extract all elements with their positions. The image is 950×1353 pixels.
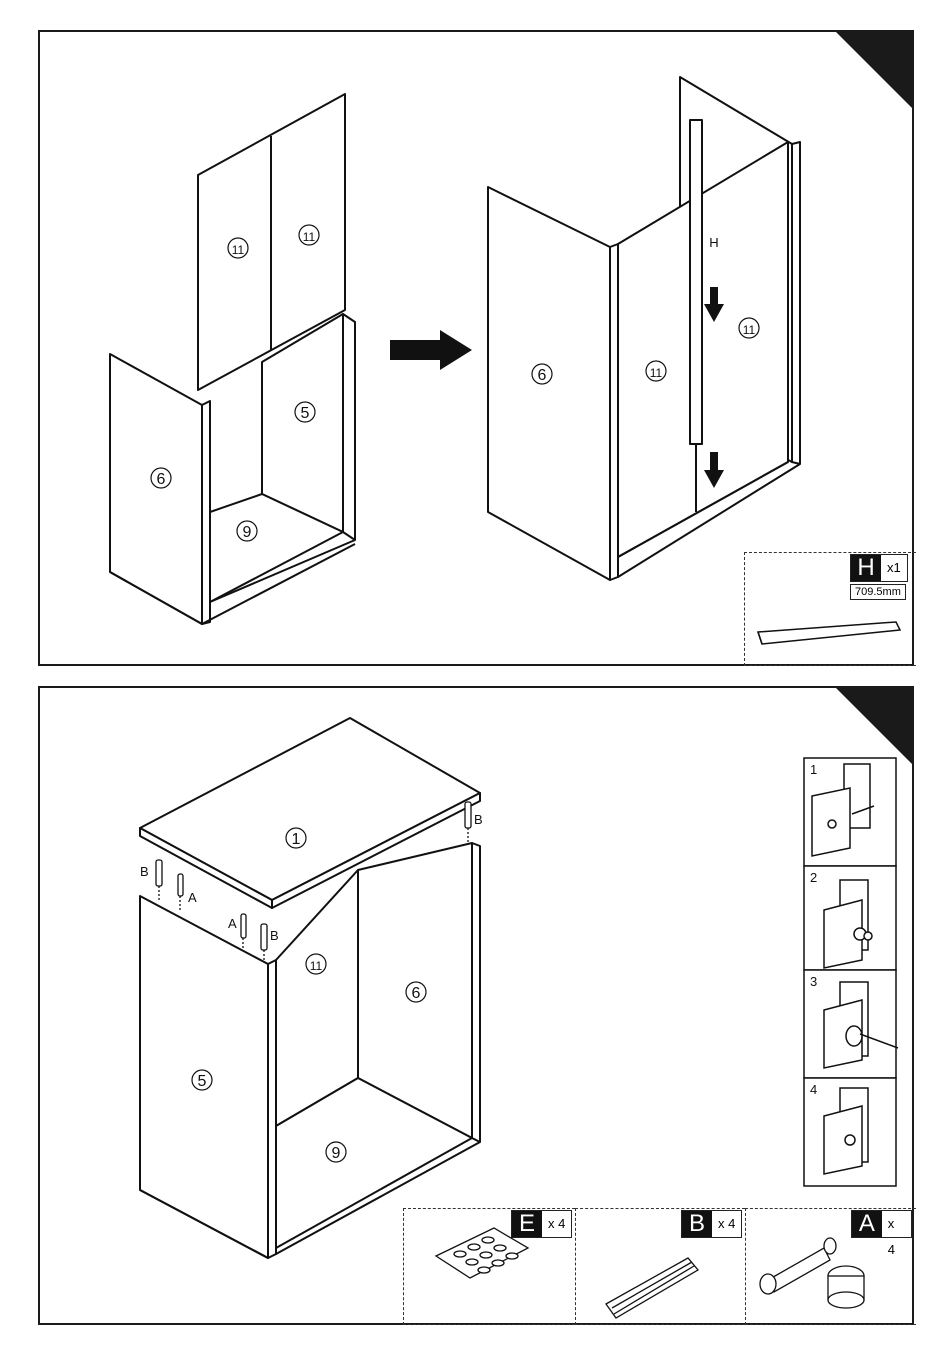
right-arrow-icon xyxy=(390,330,472,370)
side-panel-6 xyxy=(110,354,202,624)
svg-text:6: 6 xyxy=(157,471,166,488)
hardware-qty-a: x 4 xyxy=(882,1211,911,1237)
svg-text:11: 11 xyxy=(650,366,663,380)
hardware-letter-a: A xyxy=(852,1211,882,1237)
svg-text:5: 5 xyxy=(198,1073,207,1090)
hardware-letter-e: E xyxy=(512,1211,542,1237)
slider-label-h: H xyxy=(709,235,718,250)
step-2-panel: B A A B B 1 11 6 5 9 xyxy=(38,686,914,1325)
dowel-b-3 xyxy=(465,802,471,828)
step-1-panel: 11 11 6 5 9 6 11 11 H H x1 709.5mm xyxy=(38,30,914,666)
dowel-b-2 xyxy=(261,924,267,950)
hardware-qty-b: x 4 xyxy=(712,1211,741,1237)
hardware-qty-e: x 4 xyxy=(542,1211,571,1237)
cam-label-a-2: A xyxy=(228,916,237,931)
hardware-qty: x1 xyxy=(881,555,907,581)
svg-text:5: 5 xyxy=(301,405,310,422)
detail-step-1: 1 xyxy=(810,762,817,777)
hardware-tag-h: H x1 xyxy=(850,554,908,582)
dowel-label-b-2: B xyxy=(270,928,279,943)
dowel-label-b-3: B xyxy=(474,812,483,827)
cam-lock-detail-strip xyxy=(804,758,898,1186)
slider-profile-h xyxy=(690,120,702,444)
svg-text:9: 9 xyxy=(332,1145,341,1162)
svg-text:6: 6 xyxy=(538,367,547,384)
detail-step-2: 2 xyxy=(810,870,817,885)
detail-step-3: 3 xyxy=(810,974,817,989)
svg-text:1: 1 xyxy=(292,831,301,848)
dowel-label-b-1: B xyxy=(140,864,149,879)
side-panel-6-right xyxy=(488,187,610,580)
svg-text:11: 11 xyxy=(303,230,316,244)
hardware-size: 709.5mm xyxy=(850,584,906,600)
hardware-letter: H xyxy=(851,555,881,581)
hardware-tag-e: E x 4 xyxy=(511,1210,572,1238)
hardware-tag-a: A x 4 xyxy=(851,1210,912,1238)
svg-text:11: 11 xyxy=(743,323,756,337)
cam-bolt-a-2 xyxy=(241,914,246,938)
hardware-letter-b: B xyxy=(682,1211,712,1237)
hardware-tag-b: B x 4 xyxy=(681,1210,742,1238)
svg-text:11: 11 xyxy=(232,243,245,257)
cam-bolt-a-1 xyxy=(178,874,183,896)
svg-text:11: 11 xyxy=(310,959,323,973)
cam-label-a-1: A xyxy=(188,890,197,905)
svg-text:6: 6 xyxy=(412,985,421,1002)
svg-text:9: 9 xyxy=(243,524,252,541)
detail-step-4: 4 xyxy=(810,1082,817,1097)
dowel-b-1 xyxy=(156,860,162,886)
